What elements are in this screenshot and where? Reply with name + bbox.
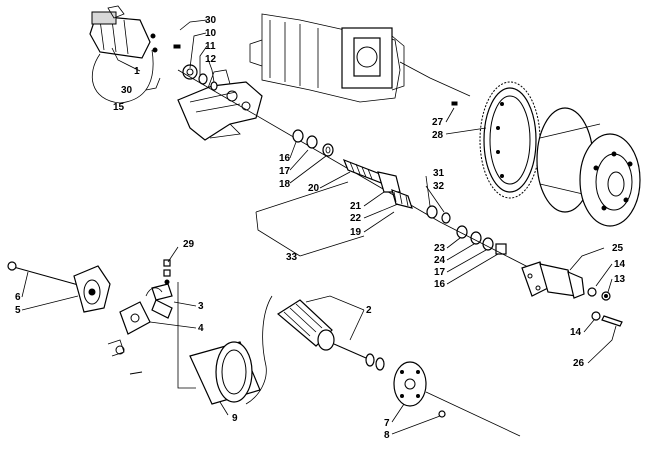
- callout-17-upper: 17: [279, 166, 291, 177]
- nut-12: [210, 81, 218, 91]
- nut-13: [601, 291, 611, 301]
- callout-22: 22: [350, 213, 362, 224]
- callout-8: 8: [384, 430, 390, 441]
- drive-pulley: [536, 107, 641, 227]
- washer-set: [365, 353, 385, 371]
- washer-14-upper: [587, 287, 597, 297]
- callout-26: 26: [573, 358, 585, 369]
- callout-18: 18: [279, 179, 291, 190]
- callout-14-lower: 14: [570, 327, 582, 338]
- callout-3: 3: [198, 301, 204, 312]
- callout-15: 15: [113, 102, 125, 113]
- callout-7: 7: [384, 418, 390, 429]
- callout-29: 29: [183, 239, 195, 250]
- through-bolt-6: [7, 261, 83, 287]
- callout-21: 21: [350, 201, 362, 212]
- callout-32: 32: [433, 181, 445, 192]
- bolt-30-top: [173, 44, 181, 49]
- callout-23: 23: [434, 243, 446, 254]
- callout-24: 24: [434, 255, 446, 266]
- engine-block: [249, 13, 471, 103]
- washer-23: [456, 225, 468, 239]
- callout-20: 20: [308, 183, 320, 194]
- callout-9: 9: [232, 413, 238, 424]
- callout-labels: 30 10 11 12 1 30 15 16 17 18 20 21 22 19…: [15, 15, 626, 441]
- starter-bracket: [177, 69, 263, 141]
- callout-30-mid: 30: [121, 85, 133, 96]
- callout-6: 6: [15, 292, 21, 303]
- washer-32: [441, 212, 451, 224]
- bolt-26: [601, 315, 623, 327]
- callout-28: 28: [432, 130, 444, 141]
- spring-22: [391, 189, 413, 209]
- brush-clip: [107, 339, 125, 357]
- callout-2: 2: [366, 305, 372, 316]
- brush-plate-4: [119, 301, 151, 335]
- callout-16-lower: 16: [434, 279, 446, 290]
- bushing-31: [426, 205, 438, 219]
- drive-shaft-20: [342, 158, 401, 193]
- bolt-8: [438, 410, 446, 418]
- callout-14-upper: 14: [614, 259, 626, 270]
- callout-12: 12: [205, 54, 217, 65]
- bushing-16-lower: [495, 243, 507, 255]
- callout-17-lower: 17: [434, 267, 446, 278]
- leader-lines: [21, 19, 617, 435]
- callout-31: 31: [433, 168, 445, 179]
- ring-gear-28: [479, 81, 541, 199]
- starter-solenoid-25: [521, 261, 585, 299]
- bushing-18: [322, 143, 334, 157]
- washer-14-lower: [591, 311, 601, 321]
- callout-27: 27: [432, 117, 444, 128]
- end-plate-7: [393, 361, 427, 407]
- callout-30-top: 30: [205, 15, 217, 26]
- end-cap-5: [73, 265, 111, 313]
- starter-motor-top: [89, 5, 158, 59]
- armature-2: [276, 299, 367, 359]
- washer-11: [198, 73, 208, 85]
- callout-19: 19: [350, 227, 362, 238]
- callout-4: 4: [198, 323, 204, 334]
- callout-1: 1: [134, 66, 140, 77]
- callout-13: 13: [614, 274, 626, 285]
- callout-11: 11: [205, 41, 216, 52]
- callout-5: 5: [15, 305, 21, 316]
- screw-small: [129, 371, 143, 375]
- washer-16-upper: [292, 129, 304, 143]
- callout-33: 33: [286, 252, 298, 263]
- bolt-27: [451, 101, 458, 106]
- callout-10: 10: [205, 28, 217, 39]
- washer-17-upper: [306, 135, 318, 149]
- callout-16-upper: 16: [279, 153, 291, 164]
- callout-25: 25: [612, 243, 624, 254]
- field-housing-9: [189, 341, 261, 405]
- terminal-29: [163, 259, 171, 285]
- brush-set-3: [145, 283, 173, 319]
